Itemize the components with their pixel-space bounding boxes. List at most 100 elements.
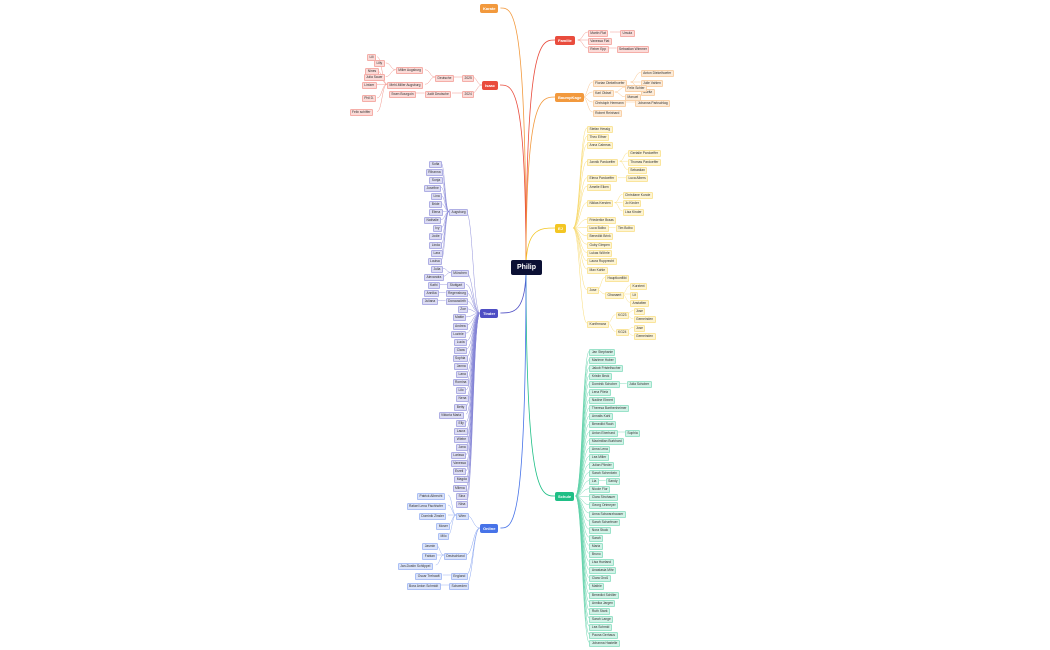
node-jo-kinder-2-6-1[interactable]: Jo Kinder <box>622 200 642 208</box>
node-nora-stuck-1-22[interactable]: Nora Stuck <box>589 526 611 534</box>
node-lana-1-13[interactable]: Lana <box>456 371 469 379</box>
node-ivy-2-0-8[interactable]: Ivy <box>432 225 442 233</box>
node-laura-1-20[interactable]: Laura <box>454 427 468 435</box>
node-swen-bourgoin-3-0[interactable]: Swen Bourgoin <box>388 90 417 98</box>
node-sina-1-28[interactable]: Sina <box>456 492 468 500</box>
node-gertalie-pardoeffer-2-3-0[interactable]: Gertalie Pardoeffer <box>627 150 661 158</box>
node-max-kahle-1-13[interactable]: Max Kahle <box>587 266 608 274</box>
node-felix-schiffer-4-4[interactable]: Felix schiffer <box>349 109 373 117</box>
node-ghanaert-2-14-1[interactable]: Ghanaert <box>605 291 624 299</box>
node-sofia-2-0-0[interactable]: Sofia <box>429 160 442 168</box>
node-annika-jargen-1-31[interactable]: Annika Jargen <box>589 599 616 607</box>
node-sophia-1-11[interactable]: Sophia <box>452 354 468 362</box>
branch-online[interactable]: Online <box>480 523 499 533</box>
node-lina-2-0-4[interactable]: Lina <box>431 192 443 200</box>
node-wiebe-1-21[interactable]: Wiebe <box>454 435 469 443</box>
node-laura-rupprecht-1-12[interactable]: Laura Rupprecht <box>587 258 617 266</box>
node-mattie-1-6[interactable]: Mattie <box>452 314 467 322</box>
node-sarah-schenkein-1-15[interactable]: Sarah Schenkein <box>589 470 620 477</box>
node-theo-elfner-1-1[interactable]: Theo Elfner <box>587 133 610 141</box>
branch-tinder[interactable]: Tinder <box>480 308 499 318</box>
node-donauw-rth-1-4[interactable]: Donauwörth <box>445 298 469 306</box>
node-lea-miller-1-13[interactable]: Lea Miller <box>589 453 609 461</box>
node-julia-schober-2-4-0[interactable]: Julia Schober <box>626 380 652 388</box>
node-kg24-2-15-1[interactable]: KG24 <box>615 328 629 336</box>
branch-karate[interactable]: Karate <box>480 3 499 13</box>
node-julie-vahlen-2-1[interactable]: Julie Vahlen <box>640 79 664 87</box>
node-m-nchen-1-1[interactable]: München <box>450 269 470 277</box>
node-sandy-2-16-0[interactable]: Sandy <box>605 478 620 486</box>
node-niklas-kersten-1-6[interactable]: Niklas Kersten <box>587 200 614 208</box>
node-christoph-hermann-1-2[interactable]: Christoph Hermann <box>592 99 627 107</box>
node-lilly-4-0[interactable]: Lilly <box>374 60 385 68</box>
node-karl-oldsel-1-1[interactable]: Karl Oldsel <box>592 89 614 97</box>
node-lia-1-16[interactable]: Lia <box>589 478 599 486</box>
node-guby-gimpen-1-10[interactable]: Guby Gimpen <box>587 241 613 249</box>
node-theresa-barthenheimer-1-7[interactable]: Theresa Barthenheimer <box>589 405 630 413</box>
node-vanessa-flat-1-1[interactable]: Vanessa Flat <box>587 37 612 45</box>
node-phil-d-4-3[interactable]: Phil D. <box>361 95 377 103</box>
node-benedict-schiller-1-30[interactable]: Benedict Schiller <box>589 591 619 599</box>
node-regensburg-1-3[interactable]: Regensburg <box>445 290 469 298</box>
node-manuel-2-1[interactable]: Manuel <box>624 94 641 102</box>
node-clara-gro-1-28[interactable]: Clara Groß <box>589 575 611 583</box>
node-lili-4-0[interactable]: Lili <box>367 54 377 62</box>
node-nina-1-29[interactable]: Nina <box>456 500 468 508</box>
node-deutsche-2-0[interactable]: Deutsche <box>435 74 454 82</box>
node-patrick-albrecht-2-0-0[interactable]: Patrick Albrecht <box>417 492 445 500</box>
node-lea-schmid-1-34[interactable]: Lea Schmid <box>589 623 612 631</box>
node-jose-3-15-1-0[interactable]: Jose <box>633 324 646 332</box>
node-milo-2-0-4[interactable]: Milo <box>438 532 450 540</box>
node-andrea-1-7[interactable]: Andrea <box>452 322 469 330</box>
node-rafael-lena-fischhofer-2-0-1[interactable]: Rafael Lena Fischhofer <box>406 502 446 510</box>
node-anstalten-3-14-1-2[interactable]: Anstalten <box>630 299 649 307</box>
node-georg-ortmeyer-1-19[interactable]: Georg Ortmeyer <box>589 502 619 510</box>
node-clara-strohauer-1-18[interactable]: Clara Strohauer <box>589 494 618 502</box>
node-mehl-miller-augsburg-3-1[interactable]: Mehl-Miller Augsburg <box>387 81 423 89</box>
node-johanna-parkschlag-2-0[interactable]: Johanna Parkschlag <box>635 99 671 107</box>
node-anna-lena-1-12[interactable]: Anna Lena <box>589 445 611 453</box>
node-rihanna-2-0-1[interactable]: Rihanna <box>425 168 444 176</box>
node-lisa-hueland-1-26[interactable]: Lisa Hueland <box>589 559 614 567</box>
node-moser-2-0-3[interactable]: Moser <box>436 522 451 530</box>
node-oscar-trehaaft-2-2-0[interactable]: Oscar Trehaaft <box>415 572 443 580</box>
node-clara-1-10[interactable]: Clara <box>454 346 468 354</box>
node-julia-sauer-4-1[interactable]: Julia Sauer <box>363 74 385 82</box>
node-ursula-2-0[interactable]: Ursula <box>620 29 635 37</box>
node-alexandra-2-1-1[interactable]: Alexandra <box>424 273 444 281</box>
node-gemeinden-3-15-0-1[interactable]: Gemeinden <box>633 316 656 324</box>
node-reber-epp-1-2[interactable]: Reber Epp <box>587 45 609 53</box>
node-thomas-pardoeffer-2-3-1[interactable]: Thomas Pardoeffer <box>627 158 661 166</box>
node-anna-schwarzhauser-1-20[interactable]: Anna Schwarzhauser <box>589 510 626 518</box>
node-florian-diekelhoefer-1-0[interactable]: Florian Diekelhoefer <box>592 79 628 87</box>
node-elly-1-19[interactable]: Elly <box>456 419 467 427</box>
node-nadine-ebnert-1-6[interactable]: Nadine Ebnert <box>589 397 616 405</box>
node-sarah-lange-1-33[interactable]: Sarah Lange <box>589 615 614 623</box>
node-josefine-2-0-3[interactable]: Josefine <box>424 184 442 192</box>
node-hauptkonflikt-2-14-0[interactable]: Hauptkonflikt <box>605 274 630 282</box>
node-sebastian-2-3-2[interactable]: Sebastian <box>627 167 648 174</box>
node-jan-dustin-schlippel-2-1-2[interactable]: Jan-Dustin Schlippel <box>397 562 433 570</box>
node-bora-anton-schmidt-2-3-0[interactable]: Bora Anton Schmidt <box>406 582 441 590</box>
node-viktoria-maria-1-18[interactable]: Viktoria Maria <box>438 411 464 419</box>
node-deutschland-1-1[interactable]: Deutschland <box>443 552 468 560</box>
node-schweden-1-3[interactable]: Schweden <box>449 582 470 590</box>
node-mathie-1-29[interactable]: Mathie <box>589 583 605 591</box>
node-lukas-w-hrle-1-11[interactable]: Lukas Wöhrle <box>587 250 613 257</box>
node-kristin-beck-1-3[interactable]: Kristin Beck <box>589 372 612 380</box>
node-sarah-1-23[interactable]: Sarah <box>589 534 604 542</box>
node-lintzer-4-2[interactable]: Lintzer <box>361 81 377 89</box>
node-fabian-2-1-1[interactable]: Fabian <box>422 552 438 560</box>
branch-schule[interactable]: Schule <box>555 491 575 501</box>
node-elena-2-0-6[interactable]: Elena <box>429 209 443 217</box>
node-lilo-1-15[interactable]: Lilo <box>456 387 467 395</box>
node-bride-2-0-5[interactable]: Bride <box>429 201 442 208</box>
node-jannik-pardoeffer-1-3[interactable]: Jannik Pardoeffer <box>587 158 618 166</box>
node-johanna-hastelle-1-36[interactable]: Johanna Hastelle <box>589 640 620 648</box>
node-robert-reinhard-1-3[interactable]: Robert Reinhard <box>592 109 622 117</box>
node-annalis-kahl-1-8[interactable]: Annalis Kahl <box>589 413 613 421</box>
node-louisa-2-0-12[interactable]: Louisa <box>427 257 443 265</box>
node-nicole-flor-1-17[interactable]: Nicole Flor <box>589 486 611 494</box>
node-anton-diekelhoefer-2-0[interactable]: Anton Diekelhoefer <box>640 70 674 77</box>
node-england-1-2[interactable]: England <box>450 572 468 580</box>
